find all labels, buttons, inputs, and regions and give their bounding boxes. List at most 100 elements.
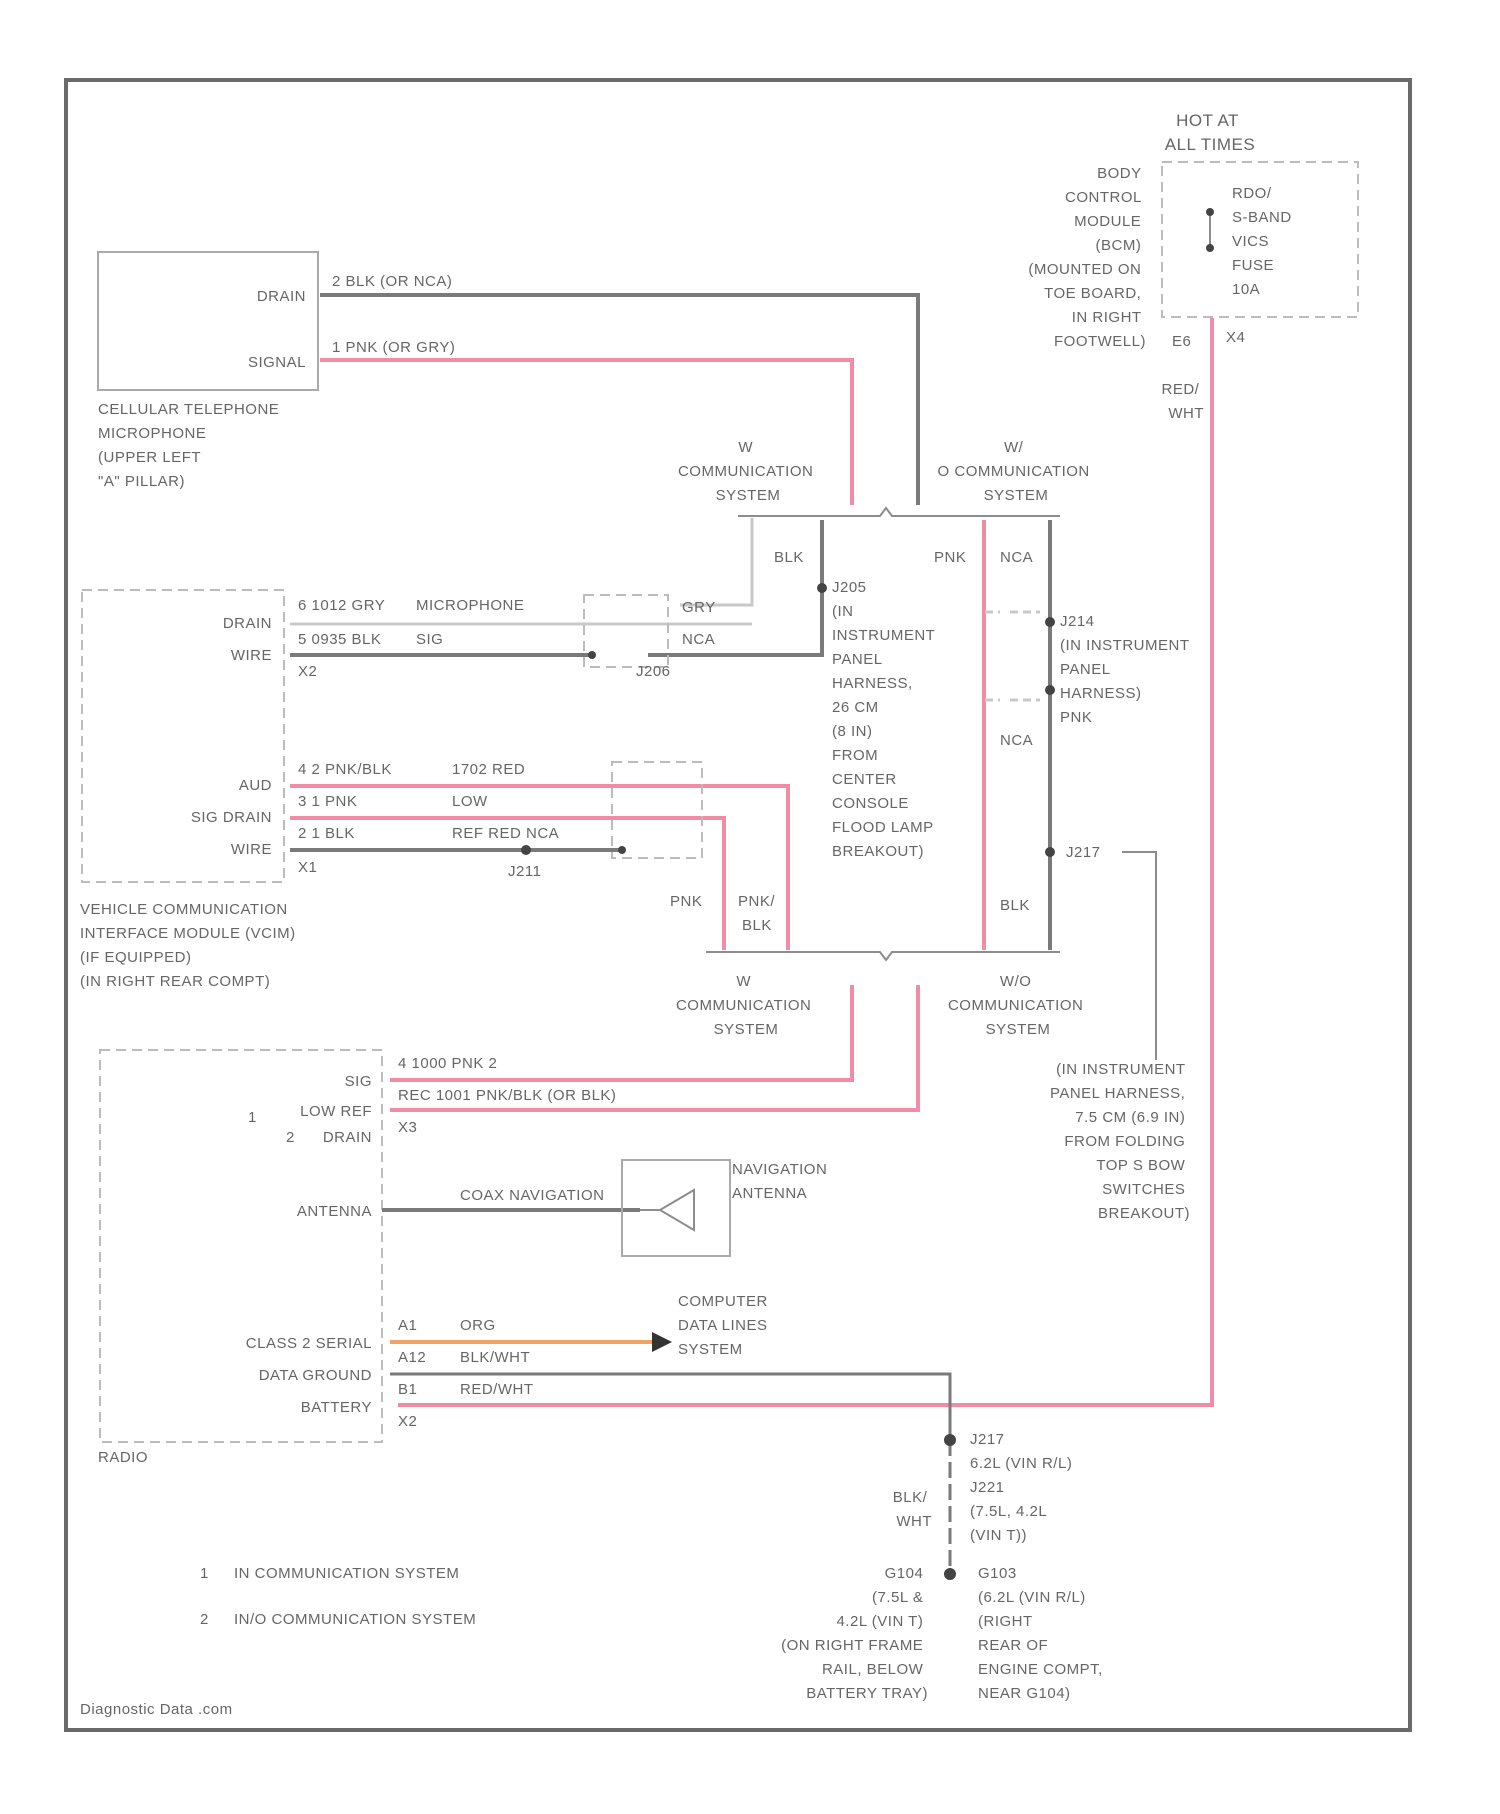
j217-splice [1045, 847, 1055, 857]
j214-splice-a [1045, 617, 1055, 627]
vcim-x1: X1 [298, 859, 317, 876]
nav-antenna-label: NAVIGATION ANTENNA [732, 1161, 832, 1202]
antenna-icon [640, 1190, 694, 1230]
mid-blk2-label: BLK [1000, 897, 1030, 914]
radio-pin-drain: DRAIN [323, 1129, 372, 1146]
radio-w1: 4 1000 PNK 2 [398, 1055, 497, 1072]
top-bracket [738, 508, 1060, 516]
breakout-label: (IN INSTRUMENT PANEL HARNESS, 7.5 CM (6.… [1050, 1061, 1190, 1222]
vcim-w3b: 1702 RED [452, 761, 525, 778]
radio-a1: A1 [398, 1317, 417, 1334]
vcim-j211: J211 [508, 863, 541, 880]
vcim-pnkblk-label: PNK/ BLK [738, 893, 780, 934]
data-lines-label: COMPUTER DATA LINES SYSTEM [678, 1293, 773, 1358]
radio-x3: X3 [398, 1119, 417, 1136]
mic-wire2-label: 1 PNK (OR GRY) [332, 339, 455, 356]
j214-label: J214 (IN INSTRUMENT PANEL HARNESS) PNK [1060, 613, 1194, 726]
vcim-w2a: 5 0935 BLK [298, 631, 381, 648]
ground-wire-label: BLK/ WHT [893, 1489, 932, 1530]
bcm-pin-x4: X4 [1226, 329, 1245, 346]
vcim-w1a: 6 1012 GRY [298, 597, 385, 614]
vcim-wire2-node [618, 846, 626, 854]
vcim-gry: GRY [682, 599, 716, 616]
vcim-j206: J206 [636, 663, 671, 680]
mid-blk-wire [648, 520, 822, 655]
j214-splice-b [1045, 685, 1055, 695]
vcim-connector-2 [612, 762, 702, 858]
vcim-w1b: MICROPHONE [416, 597, 524, 614]
vcim-w3a: 4 2 PNK/BLK [298, 761, 392, 778]
radio-b1-wire: RED/WHT [460, 1381, 534, 1398]
mid-harness-outline [680, 518, 752, 605]
ground-g104-label: G104 (7.5L & 4.2L (VIN T) (ON RIGHT FRAM… [781, 1565, 928, 1702]
bcm-pin-e6: E6 [1172, 333, 1191, 350]
j217-label: J217 [1066, 844, 1101, 861]
radio-pin-antenna: ANTENNA [297, 1203, 372, 1220]
ground-g103-label: G103 (6.2L (VIN R/L) (RIGHT REAR OF ENGI… [978, 1565, 1108, 1702]
mid-nca1-label: NCA [1000, 549, 1033, 566]
legend-2-num: 2 [200, 1611, 209, 1628]
fuse-terminal-top [1206, 208, 1214, 216]
mic-signal-wire [320, 360, 852, 505]
hot-label: HOT AT ALL TIMES [1165, 111, 1255, 154]
mic-wire1-label: 2 BLK (OR NCA) [332, 273, 452, 290]
vcim-box [82, 590, 284, 882]
fuse-terminal-bottom [1206, 244, 1214, 252]
radio-x2: X2 [398, 1413, 417, 1430]
legend-2-text: IN/O COMMUNICATION SYSTEM [234, 1611, 476, 1628]
vcim-pin-drain: DRAIN [223, 615, 272, 632]
j214-connector [985, 612, 1040, 700]
vcim-nca: NCA [682, 631, 715, 648]
radio-leg-1: 1 [248, 1109, 257, 1126]
vcim-x2: X2 [298, 663, 317, 680]
fuse-label: RDO/ S-BAND VICS FUSE 10A [1232, 185, 1296, 298]
j205-splice [817, 583, 827, 593]
j211-splice [521, 845, 531, 855]
ground-point [944, 1568, 956, 1580]
radio-pin-data-ground: DATA GROUND [259, 1367, 372, 1384]
mid-nca2-label: NCA [1000, 732, 1033, 749]
radio-a12-wire: BLK/WHT [460, 1349, 530, 1366]
vcim-label: VEHICLE COMMUNICATION INTERFACE MODULE (… [80, 901, 300, 990]
mic-label: CELLULAR TELEPHONE MICROPHONE (UPPER LEF… [98, 401, 284, 490]
j205-label: J205 (IN INSTRUMENT PANEL HARNESS, 26 CM… [832, 579, 940, 860]
radio-a12: A12 [398, 1349, 426, 1366]
mic-drain-wire [320, 295, 918, 505]
vcim-w5a: 2 1 BLK [298, 825, 355, 842]
ground-jb-label: J221 (7.5L, 4.2L (VIN T)) [970, 1479, 1051, 1544]
sys-bot-right-label: W/O COMMUNICATION SYSTEM [948, 973, 1088, 1038]
vcim-blk-node [588, 651, 596, 659]
bottom-bracket [706, 952, 1060, 960]
vcim-pin-wire1: WIRE [231, 647, 272, 664]
legend-1-num: 1 [200, 1565, 209, 1582]
vcim-pin-aud: AUD [239, 777, 272, 794]
radio-leg-2: 2 [286, 1129, 295, 1146]
data-line-arrow [652, 1332, 672, 1352]
radio-pin-class2: CLASS 2 SERIAL [246, 1335, 372, 1352]
j217-breakout-wire [1122, 852, 1156, 1060]
vcim-w4a: 3 1 PNK [298, 793, 357, 810]
sys-bot-left-label: W COMMUNICATION SYSTEM [676, 973, 816, 1038]
j217-ground-splice [944, 1434, 956, 1446]
vcim-pnk-label: PNK [670, 893, 702, 910]
sys-top-right-label: W/ O COMMUNICATION SYSTEM [938, 439, 1095, 504]
mic-pin-drain: DRAIN [257, 288, 306, 305]
vcim-w2b: SIG [416, 631, 443, 648]
ground-ja-label: J217 6.2L (VIN R/L) [970, 1431, 1072, 1472]
radio-a1-wire: ORG [460, 1317, 496, 1334]
legend-1-text: IN COMMUNICATION SYSTEM [234, 1565, 459, 1582]
radio-b1: B1 [398, 1381, 417, 1398]
mic-pin-signal: SIGNAL [248, 354, 306, 371]
vcim-w5b: REF RED NCA [452, 825, 559, 842]
feed-wire-label: RED/ WHT [1161, 381, 1204, 422]
radio-w2: REC 1001 PNK/BLK (OR BLK) [398, 1087, 616, 1104]
mid-blk-label: BLK [774, 549, 804, 566]
radio-pin-low-ref: LOW REF [300, 1103, 372, 1120]
radio-pin-battery: BATTERY [301, 1399, 372, 1416]
watermark: Diagnostic Data .com [80, 1701, 233, 1718]
bcm-label: BODY CONTROL MODULE (BCM) (MOUNTED ON TO… [1028, 165, 1146, 350]
battery-feed-wire [398, 318, 1212, 1405]
sys-top-left-label: W COMMUNICATION SYSTEM [678, 439, 818, 504]
radio-pin-sig: SIG [345, 1073, 372, 1090]
vcim-w4b: LOW [452, 793, 488, 810]
